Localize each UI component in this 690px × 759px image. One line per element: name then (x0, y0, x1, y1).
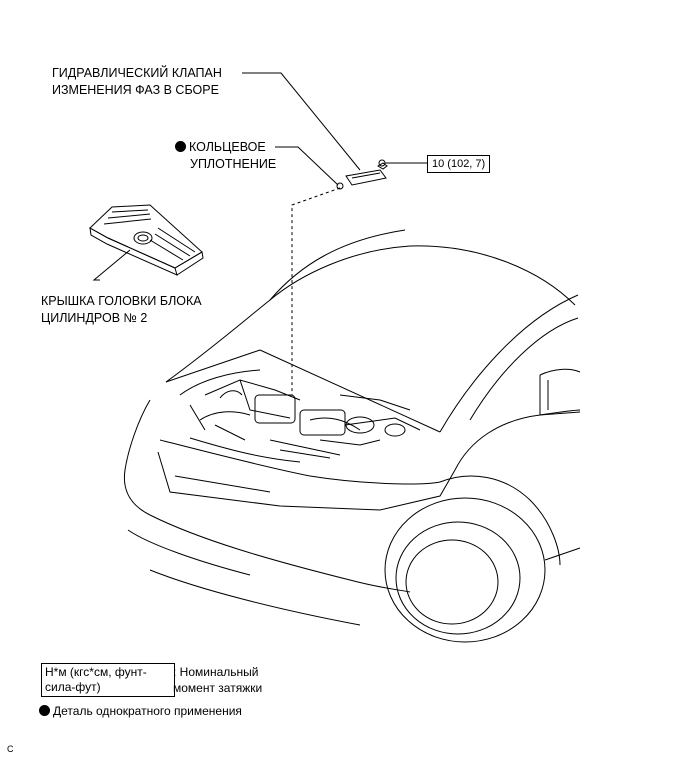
cover-label-line1: КРЫШКА ГОЛОВКИ БЛОКА (41, 294, 202, 308)
o-ring-label-line2: УПЛОТНЕНИЕ (190, 157, 277, 171)
legend-non-reusable: Деталь однократного применения (39, 703, 242, 720)
legend-unit-line2: сила-фут) (45, 680, 101, 694)
valve-label: ГИДРАВЛИЧЕСКИЙ КЛАПАН ИЗМЕНЕНИЯ ФАЗ В СБ… (52, 65, 222, 99)
legend-unit-box: Н*м (кгс*см, фунт- сила-фут) (41, 663, 175, 697)
non-reusable-dot-icon (175, 141, 186, 152)
legend-unit-description: : Номинальный момент затяжки (173, 664, 262, 696)
legend-unit-desc-line2: момент затяжки (173, 681, 263, 695)
footer-code: C (7, 744, 14, 754)
torque-value-box: 10 (102, 7) (427, 155, 491, 173)
valve-label-line2: ИЗМЕНЕНИЯ ФАЗ В СБОРЕ (52, 83, 219, 97)
leader-lines (92, 72, 427, 281)
non-reusable-dot-icon (39, 705, 50, 716)
car-outline (123, 229, 581, 643)
valve-label-line1: ГИДРАВЛИЧЕСКИЙ КЛАПАН (52, 66, 222, 80)
cylinder-head-cover-part (89, 204, 204, 276)
o-ring-part (336, 182, 344, 190)
cover-label-line2: ЦИЛИНДРОВ № 2 (41, 311, 148, 325)
legend-unit-desc-line1: : Номинальный (173, 665, 259, 679)
hydraulic-valve-part (345, 159, 388, 186)
legend-unit-line1: Н*м (кгс*см, фунт- (45, 665, 147, 679)
o-ring-label-line1: КОЛЬЦЕВОЕ (189, 140, 266, 154)
install-dashed-line (291, 187, 341, 395)
o-ring-label: КОЛЬЦЕВОЕ УПЛОТНЕНИЕ (175, 139, 276, 173)
cover-label: КРЫШКА ГОЛОВКИ БЛОКА ЦИЛИНДРОВ № 2 (41, 293, 202, 327)
legend-non-reusable-text: Деталь однократного применения (53, 704, 242, 718)
